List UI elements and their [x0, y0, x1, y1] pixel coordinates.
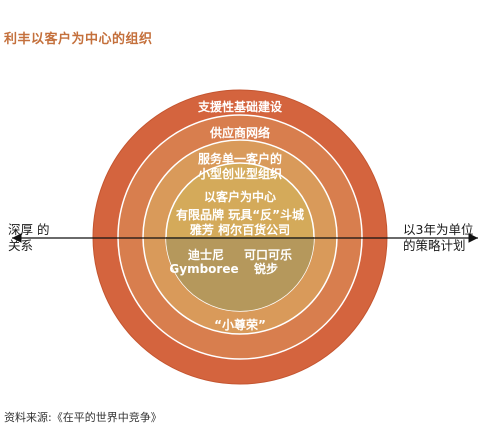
axis-left-line2: 关系 — [8, 238, 34, 253]
ring-label-small-org-line2: 小型创业型组织 — [197, 167, 282, 181]
diagram-title: 利丰以客户为中心的组织 — [4, 32, 153, 47]
client-reebok: 锐步 — [253, 262, 278, 276]
client-disney: 迪士尼 — [187, 248, 224, 262]
client-gymboree: Gymboree — [169, 262, 239, 276]
ring-label-small-org-line1: 服务单一客户的 — [197, 152, 282, 166]
ring-label-infrastructure: 支援性基础建设 — [197, 100, 282, 114]
axis-left-line1: 深厚 的 — [8, 222, 50, 237]
axis-right-line1: 以3年为单位 — [403, 222, 474, 237]
core-clients — [166, 237, 314, 311]
axis-right-label: 以3年为单位 的策略计划 — [403, 222, 473, 254]
ring-label-xiao-zunrong: “小尊荣” — [214, 318, 266, 332]
ring-label-supplier-network: 供应商网络 — [209, 126, 270, 140]
source-note: 资料来源:《在平的世界中竞争》 — [4, 411, 162, 424]
ring-label-customer-line3: 雅芳 柯尔百货公司 — [189, 223, 291, 237]
ring-label-customer-line1: 以客户为中心 — [203, 190, 276, 204]
ring-label-customer-line2: 有限品牌 玩具“反”斗城 — [176, 208, 304, 222]
axis-right-line2: 的策略计划 — [403, 238, 466, 253]
axis-left-label: 深厚 的 关系 — [8, 222, 49, 254]
client-coca-cola: 可口可乐 — [243, 248, 292, 262]
